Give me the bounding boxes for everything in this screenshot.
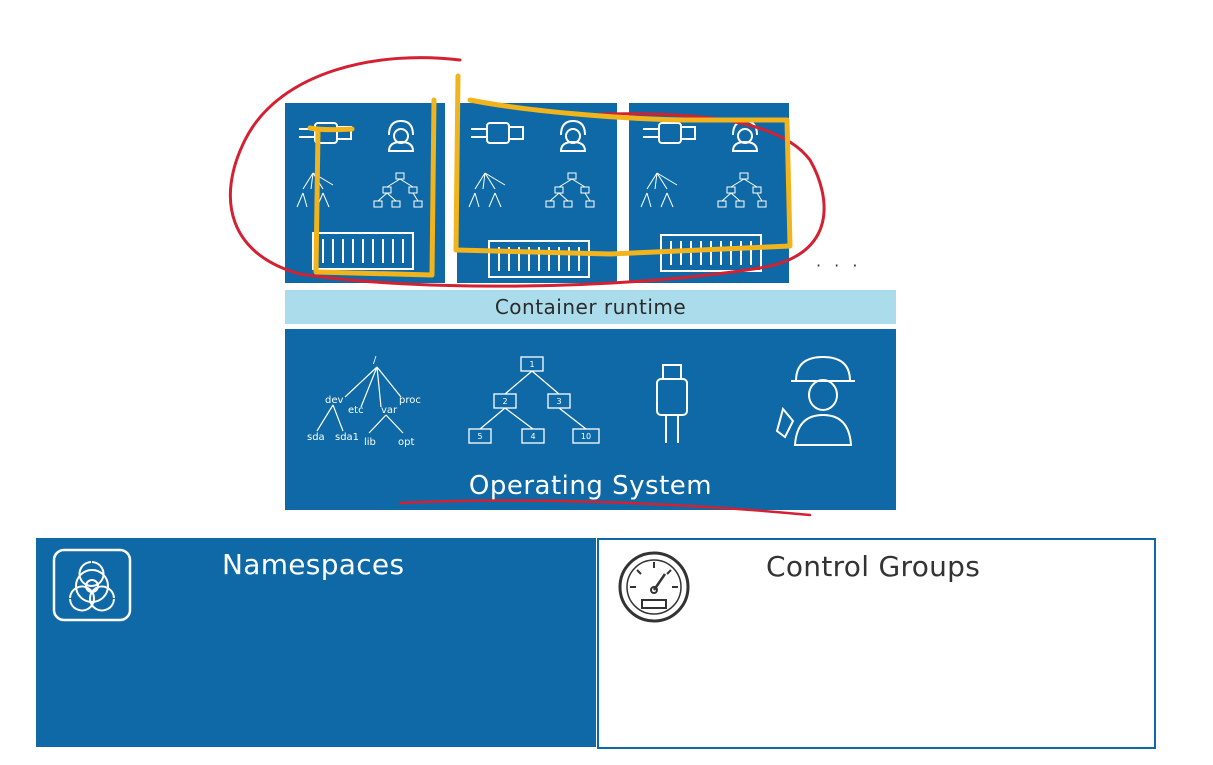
process-tree-icon	[717, 172, 767, 208]
shipping-container-icon	[488, 240, 590, 278]
worker-icon	[775, 355, 855, 446]
container-box-2	[457, 103, 617, 283]
proc-node-3: 3	[556, 397, 561, 406]
container-runtime-layer: Container runtime	[285, 290, 896, 324]
worker-icon	[387, 119, 415, 152]
fs-sda1-label: sda1	[335, 432, 359, 443]
plug-icon	[299, 122, 352, 144]
process-tree-icon	[373, 172, 423, 208]
shipping-container-icon	[660, 234, 762, 272]
process-tree-icon: 1 2 3 5 4 10	[468, 356, 600, 444]
proc-node-5: 5	[477, 432, 482, 441]
biohazard-icon	[52, 548, 132, 622]
container-box-1	[285, 103, 445, 283]
gauge-icon	[618, 551, 690, 623]
fs-var-label: var	[381, 405, 398, 416]
worker-icon	[731, 119, 759, 152]
container-contents	[640, 119, 767, 272]
proc-node-4: 4	[530, 432, 535, 441]
fs-dev-label: dev	[325, 395, 344, 406]
control-groups-title: Control Groups	[766, 550, 981, 583]
proc-node-2: 2	[502, 397, 507, 406]
fs-opt-label: opt	[398, 437, 414, 448]
plug-icon	[471, 122, 524, 144]
operating-system-layer: / dev etc var proc sda sda1 lib opt	[285, 329, 896, 510]
plug-icon	[643, 122, 696, 144]
proc-node-10: 10	[581, 432, 591, 441]
filesystem-tree-icon: / dev etc var proc sda sda1 lib opt	[307, 355, 421, 448]
plug-icon	[656, 364, 688, 443]
operating-system-label: Operating System	[468, 471, 713, 501]
fs-lib-label: lib	[364, 437, 376, 448]
proc-node-1: 1	[529, 360, 534, 369]
fs-root-label: /	[373, 355, 377, 366]
container-contents	[296, 119, 423, 270]
container-contents	[468, 119, 595, 278]
filesystem-tree-icon	[296, 172, 334, 208]
fs-proc-label: proc	[399, 395, 421, 406]
control-groups-panel: Control Groups	[597, 538, 1156, 749]
filesystem-tree-icon	[640, 172, 678, 208]
process-tree-icon	[545, 172, 595, 208]
filesystem-tree-icon	[468, 172, 506, 208]
fs-sda-label: sda	[307, 432, 325, 443]
container-box-3	[629, 103, 789, 283]
namespaces-panel: Namespaces	[36, 538, 596, 747]
os-icons: / dev etc var proc sda sda1 lib opt	[307, 355, 855, 448]
more-containers-indicator: · · ·	[816, 256, 862, 275]
shipping-container-icon	[312, 232, 414, 270]
namespaces-title: Namespaces	[222, 548, 405, 581]
fs-etc-label: etc	[348, 405, 364, 416]
worker-icon	[559, 119, 587, 152]
